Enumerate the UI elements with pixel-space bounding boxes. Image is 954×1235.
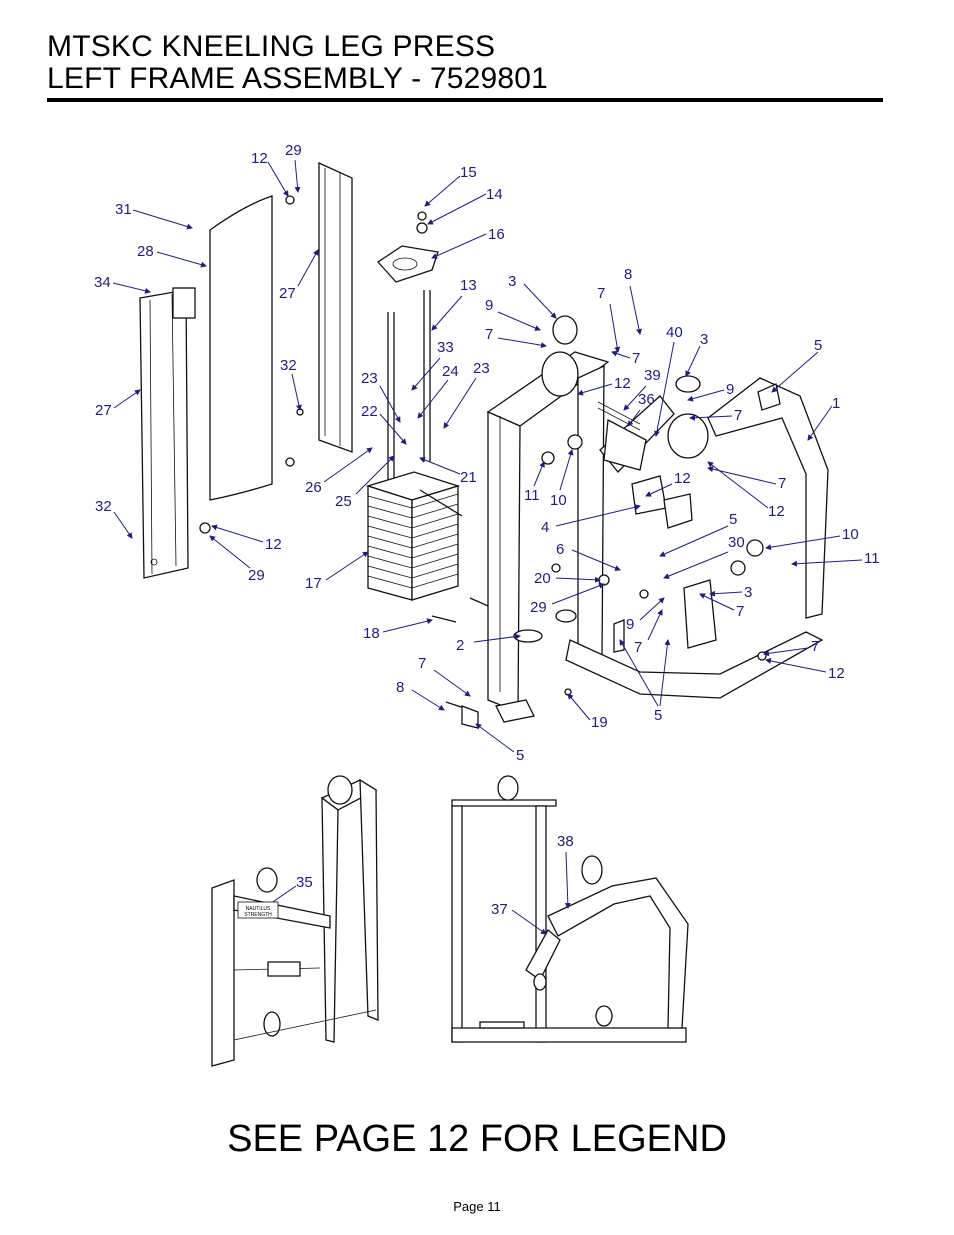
callout-7-a: 7 (485, 326, 493, 343)
callout-34: 34 (94, 274, 111, 291)
callout-13: 13 (460, 277, 477, 294)
callout-labels: 12 29 31 28 34 27 27 32 32 12 29 15 14 1… (94, 142, 880, 935)
callout-29-bottom: 29 (248, 567, 265, 584)
page-number: Page 11 (453, 1199, 501, 1214)
callout-9-upper: 9 (485, 297, 493, 314)
callout-12-mid: 12 (614, 375, 631, 392)
callout-19: 19 (591, 714, 608, 731)
callout-9-lower: 9 (626, 616, 634, 633)
callout-29-mid: 29 (530, 599, 547, 616)
legend-note: SEE PAGE 12 FOR LEGEND (227, 1118, 727, 1160)
callout-33: 33 (437, 339, 454, 356)
callout-27-left: 27 (95, 402, 112, 419)
callout-3-mid: 3 (700, 331, 708, 348)
callout-29-top: 29 (285, 142, 302, 193)
callout-22: 22 (361, 403, 378, 420)
callout-12-lower-right: 12 (828, 665, 845, 682)
callout-23-left: 23 (361, 370, 378, 387)
callout-27-right: 27 (279, 285, 296, 302)
callout-39: 39 (644, 367, 661, 384)
callout-36: 36 (638, 391, 655, 408)
callout-7-e: 7 (778, 475, 786, 492)
callout-21: 21 (460, 469, 477, 486)
callout-9-mid: 9 (726, 381, 734, 398)
nameplate-line-1: NAUTILUS (246, 906, 271, 912)
callout-12-bottom: 12 (265, 536, 282, 553)
callout-16: 16 (488, 226, 505, 243)
callout-4: 4 (541, 519, 549, 536)
callout-35: 35 (296, 874, 313, 891)
callout-10-left: 10 (550, 492, 567, 509)
callout-30: 30 (728, 534, 745, 551)
callout-1: 1 (832, 395, 840, 412)
callout-7-i: 7 (418, 655, 426, 672)
callout-17: 17 (305, 575, 322, 592)
callout-31: 31 (115, 201, 132, 218)
callout-38: 38 (557, 833, 574, 850)
callout-12-top: 12 (251, 150, 289, 197)
callout-24: 24 (442, 363, 459, 380)
callout-15: 15 (460, 164, 477, 181)
callout-26: 26 (305, 479, 322, 496)
callout-12: 12 (251, 150, 268, 167)
callout-5-mid: 5 (729, 511, 737, 528)
callout-7-d: 7 (734, 407, 742, 424)
callout-18: 18 (363, 625, 380, 642)
callout-8-lower: 8 (396, 679, 404, 696)
callout-23-right: 23 (473, 360, 490, 377)
callout-5-bottom: 5 (516, 747, 524, 764)
title-rule (47, 98, 883, 102)
callout-32-lower: 32 (95, 498, 112, 515)
callout-5-lower: 5 (654, 707, 662, 724)
callout-11-left: 11 (524, 487, 540, 504)
exploded-view-artwork (139, 161, 829, 729)
callout-8-upper: 8 (624, 266, 632, 283)
title-line-2: LEFT FRAME ASSEMBLY - 7529801 (47, 62, 549, 95)
nameplate-line-2: STRENGTH (244, 912, 272, 918)
callout-40: 40 (666, 324, 683, 341)
callout-12-right: 12 (768, 503, 785, 520)
nameplate-decal: NAUTILUS STRENGTH (237, 901, 279, 919)
callout-5-upper: 5 (814, 337, 822, 354)
callout-37: 37 (491, 901, 508, 918)
callout-2: 2 (456, 637, 464, 654)
callout-28: 28 (137, 243, 154, 260)
callout-11-right: 11 (864, 550, 880, 567)
callout-12-center: 12 (674, 470, 691, 487)
callout-7-g: 7 (634, 639, 642, 656)
callout-7-c: 7 (632, 350, 640, 367)
callout-3-lower: 3 (744, 584, 752, 601)
callout-7-h: 7 (811, 638, 819, 655)
callout-7-f: 7 (736, 603, 744, 620)
callout-10-right: 10 (842, 526, 859, 543)
callout-14: 14 (486, 186, 503, 203)
assembled-view-front (211, 775, 379, 1067)
callout-32-upper: 32 (280, 357, 297, 374)
callout-7-b: 7 (597, 285, 605, 302)
callout-29: 29 (285, 142, 302, 159)
callout-25: 25 (335, 493, 352, 510)
callout-20: 20 (534, 570, 551, 587)
title-line-1: MTSKC KNEELING LEG PRESS (47, 30, 496, 63)
assembled-view-side (451, 775, 689, 1043)
callout-6: 6 (556, 541, 564, 558)
callout-3-upper: 3 (508, 273, 516, 290)
